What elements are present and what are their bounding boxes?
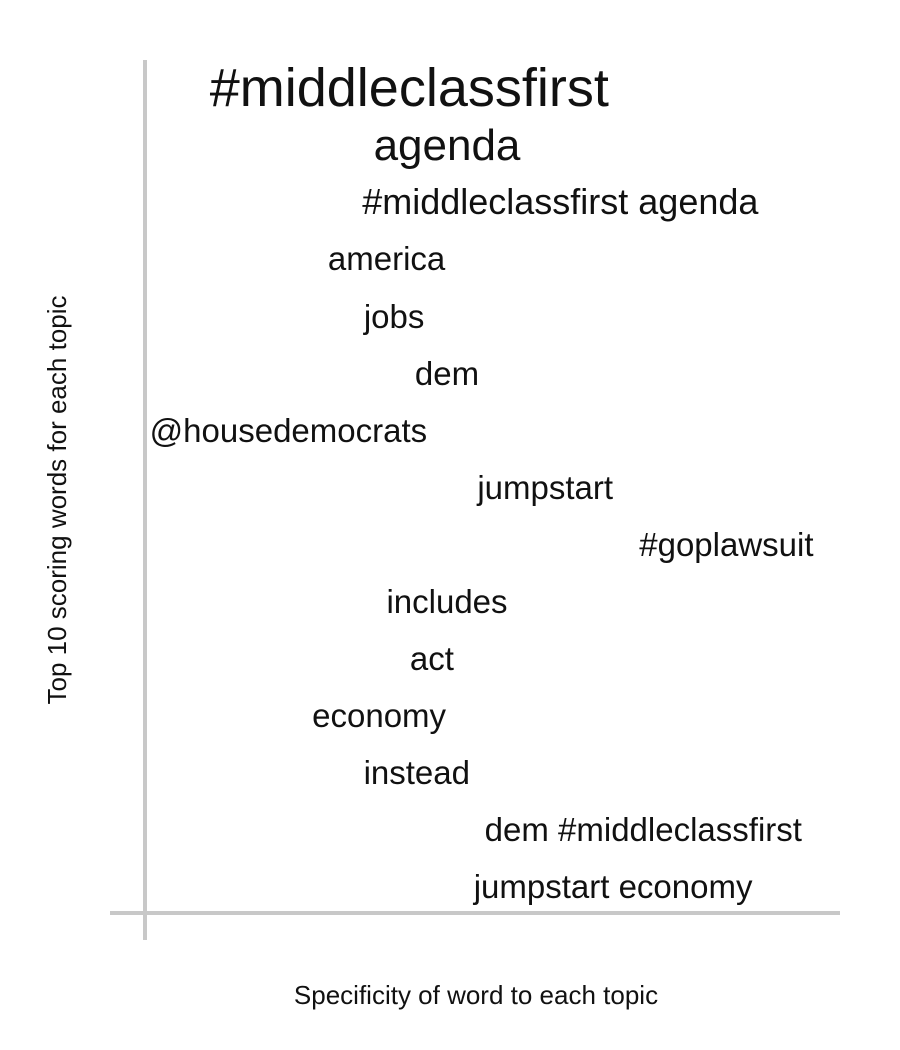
x-axis-label: Specificity of word to each topic bbox=[294, 980, 658, 1010]
word-label: economy bbox=[312, 697, 446, 734]
word-label: #middleclassfirst agenda bbox=[362, 181, 759, 222]
word-label: america bbox=[328, 240, 446, 277]
word-label: @housedemocrats bbox=[150, 412, 427, 449]
word-label: jobs bbox=[363, 298, 425, 335]
word-label: jumpstart economy bbox=[473, 868, 753, 905]
word-label: #middleclassfirst bbox=[210, 58, 609, 118]
word-label: dem #middleclassfirst bbox=[485, 811, 802, 848]
word-label: instead bbox=[364, 754, 470, 791]
word-label: dem bbox=[415, 355, 479, 392]
word-label: jumpstart bbox=[476, 469, 613, 506]
word-label: includes bbox=[386, 583, 507, 620]
y-axis-label: Top 10 scoring words for each topic bbox=[42, 296, 72, 705]
word-label: #goplawsuit bbox=[639, 526, 813, 563]
word-label: act bbox=[410, 640, 454, 677]
word-label: agenda bbox=[374, 121, 521, 170]
